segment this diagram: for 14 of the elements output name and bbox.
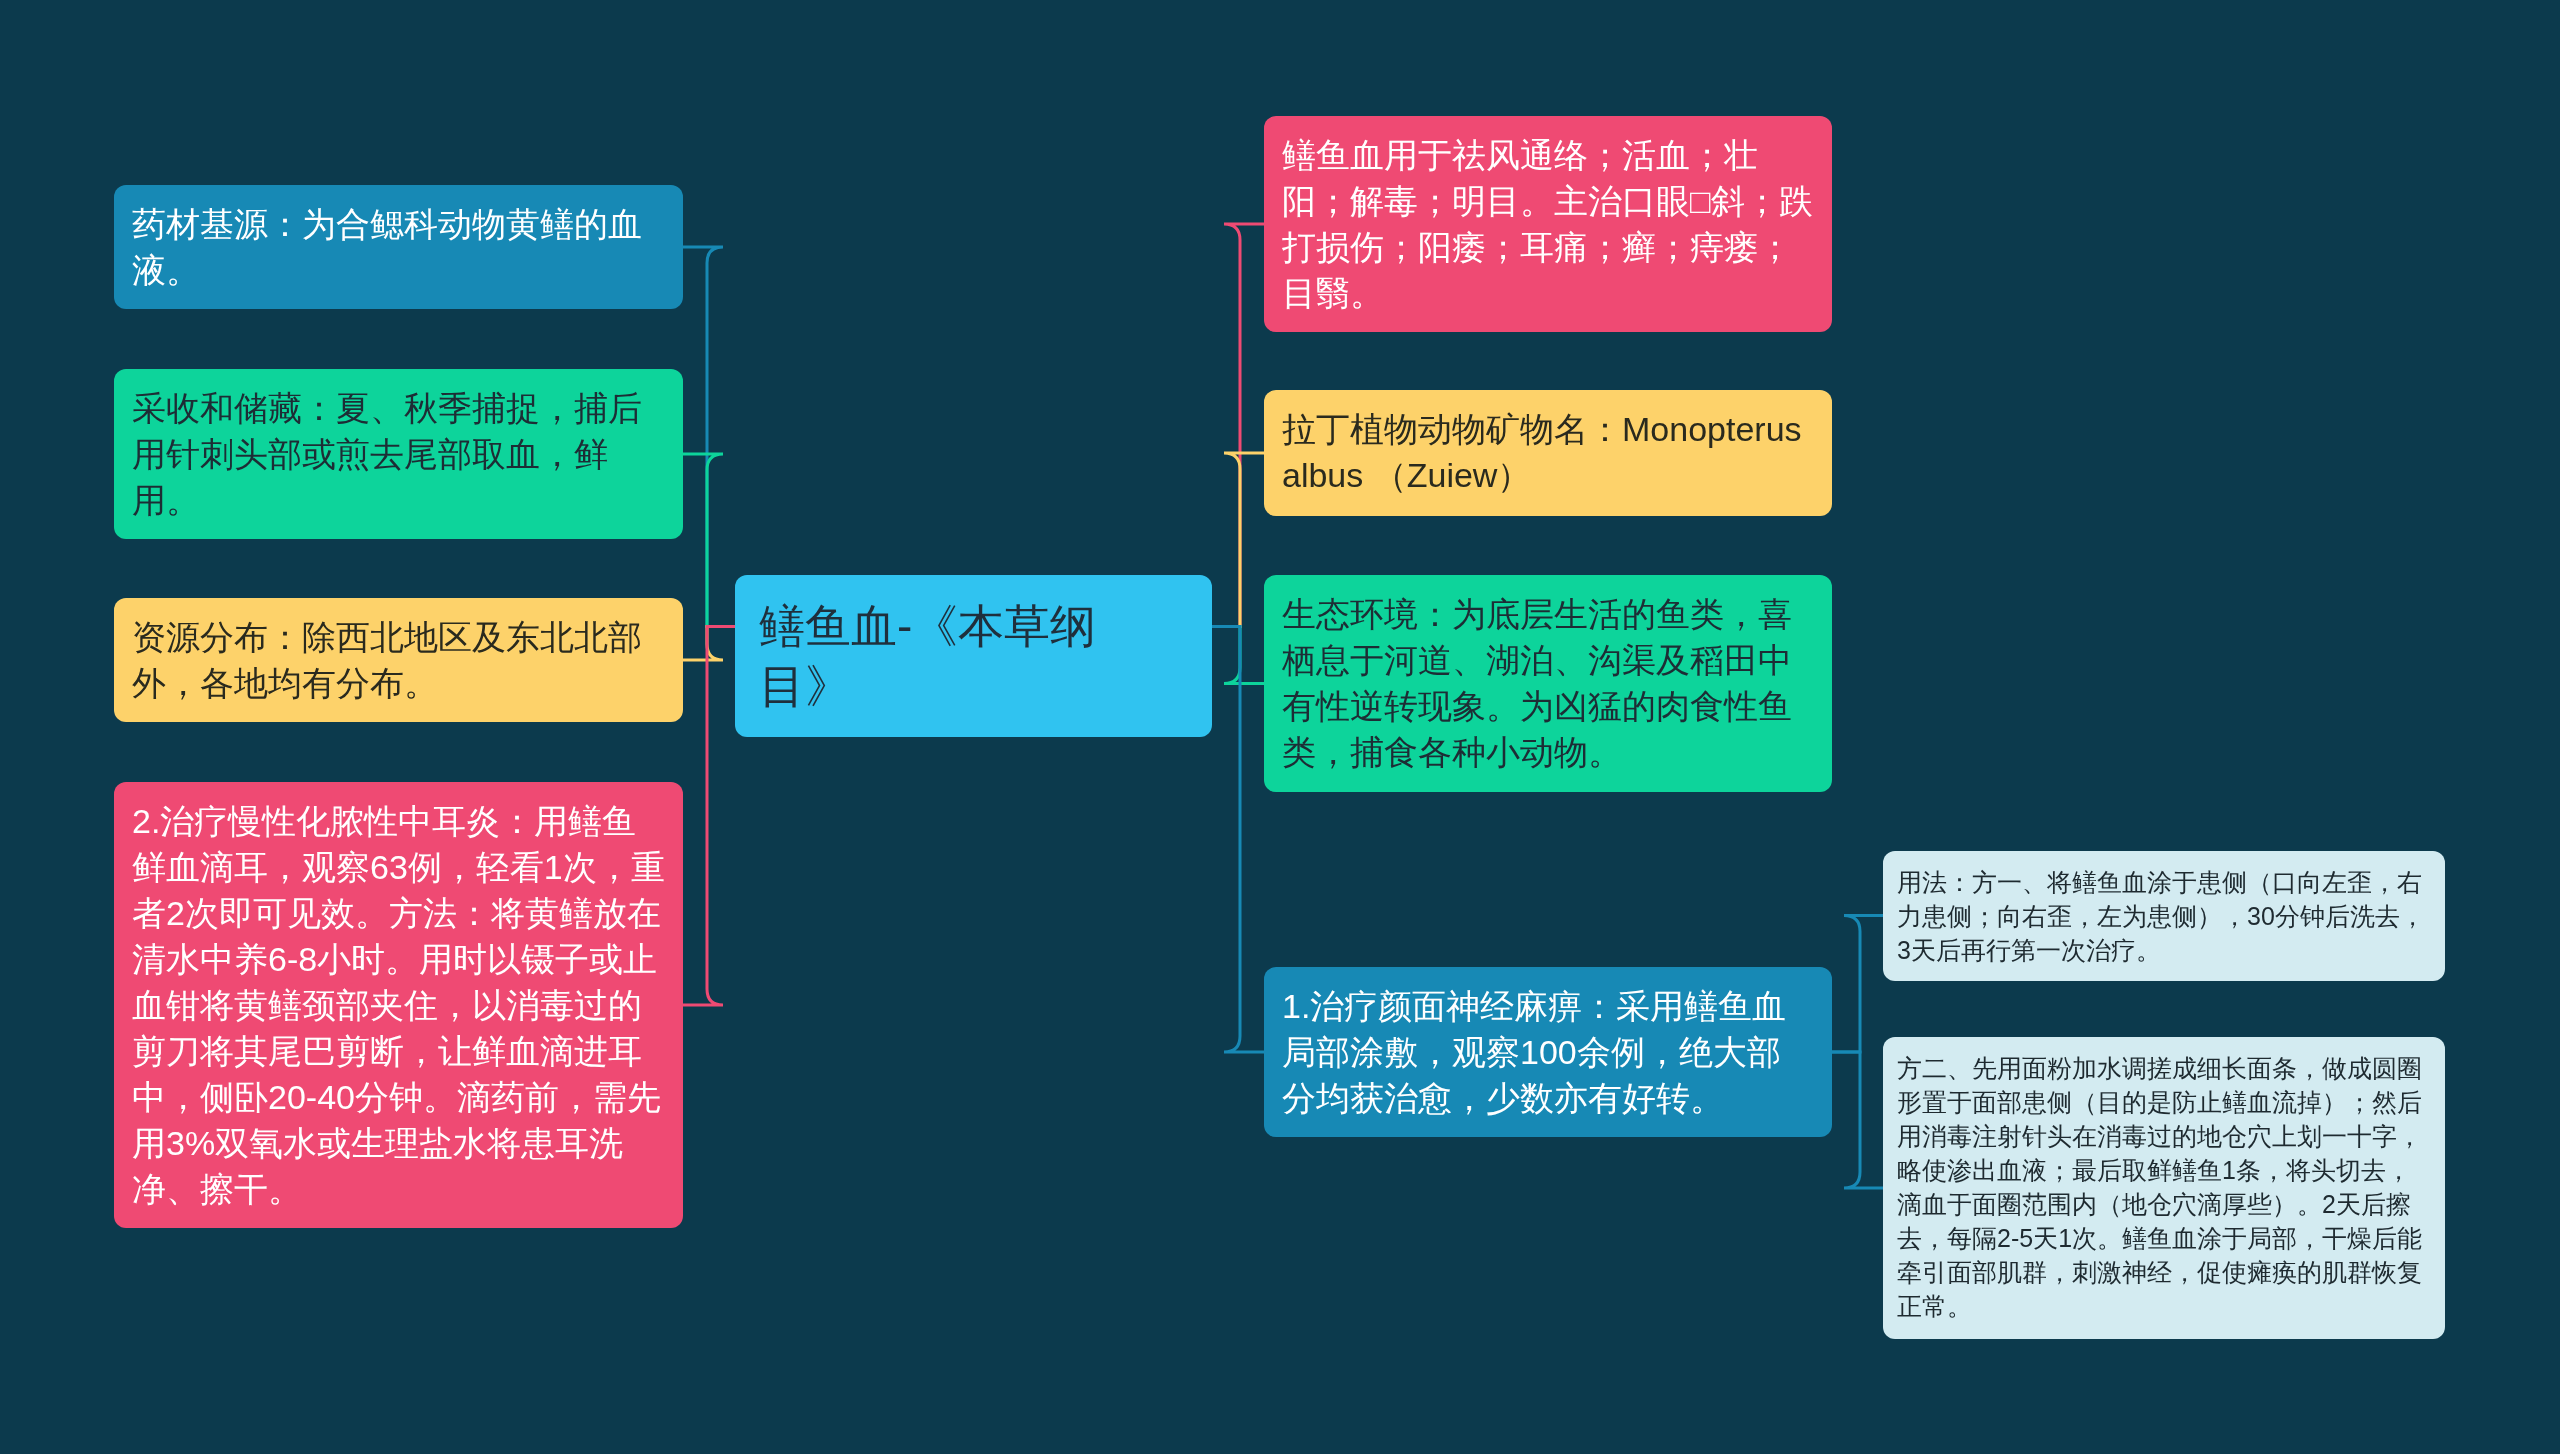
topic-box: 鳝鱼血用于祛风通络；活血；壮阳；解毒；明目。主治口眼□斜；跌打损伤；阳痿；耳痛；癣；痔瘘；目翳。 [1264, 116, 1832, 332]
subtopic-box: 方二、先用面粉加水调搓成细长面条，做成圆圈形置于面部患侧（目的是防止鳝血流掉）；然后用消毒注射针头在消毒过的地仓穴上划一十字，略使渗出血液；最后取鲜鳝鱼1条，将头切去，滴血于面圈范围内（地仓穴滴厚些）。2天后擦去，每隔2-5天1次。鳝鱼血涂于局部，干燥后能牵引面部肌群，刺激神经，促使瘫痪的肌群恢复正常。 [1883, 1037, 2445, 1339]
topic-box: 2.治疗慢性化脓性中耳炎：用鳝鱼鲜血滴耳，观察63例，轻看1次，重者2次即可见效。方法：将黄鳝放在清水中养6-8小时。用时以镊子或止血钳将黄鳝颈部夹住，以消毒过的剪刀将其尾巴剪断，让鲜血滴进耳中，侧卧20-40分钟。滴药前，需先用3%双氧水或生理盐水将患耳洗净、擦干。 [114, 782, 683, 1228]
connector [683, 625, 735, 1007]
subtopic-box: 用法：方一、将鳝鱼血涂于患侧（口向左歪，右力患侧；向右歪，左为患侧），30分钟后洗去，3天后再行第一次治疗。 [1883, 851, 2445, 981]
connector [1212, 625, 1264, 1054]
topic-box: 药材基源：为合鳃科动物黄鳝的血液。 [114, 185, 683, 309]
connector [1832, 1050, 1883, 1190]
central-topic-box: 鳝鱼血-《本草纲目》 [735, 575, 1212, 737]
topic-box: 资源分布：除西北地区及东北北部外，各地均有分布。 [114, 598, 683, 722]
topic-box: 拉丁植物动物矿物名：Monopterusalbus （Zuiew） [1264, 390, 1832, 516]
topic-box: 采收和储藏：夏、秋季捕捉，捕后用针刺头部或煎去尾部取血，鲜用。 [114, 369, 683, 539]
topic-box: 生态环境：为底层生活的鱼类，喜栖息于河道、湖泊、沟渠及稻田中有性逆转现象。为凶猛的肉食性鱼类，捕食各种小动物。 [1264, 575, 1832, 792]
topic-box: 1.治疗颜面神经麻痹：采用鳝鱼血局部涂敷，观察100余例，绝大部分均获治愈，少数亦有好转。 [1264, 967, 1832, 1137]
